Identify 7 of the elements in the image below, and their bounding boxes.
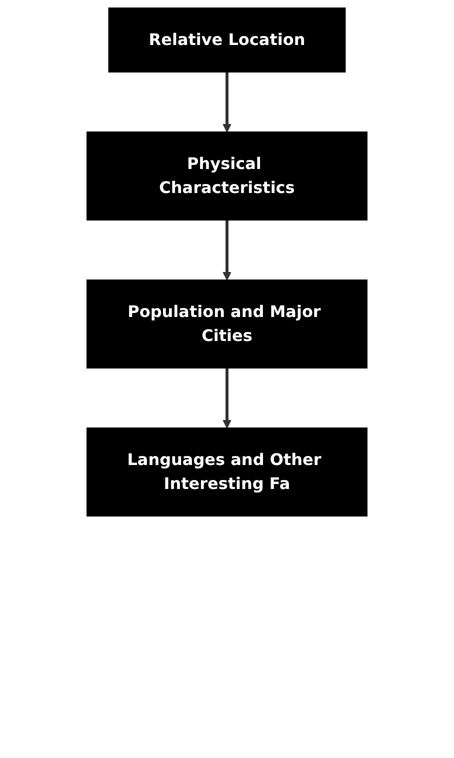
node-box: Relative Location (108, 8, 346, 72)
node-box: Languages and Other Interesting Fa (86, 428, 368, 516)
arrow (222, 72, 232, 132)
arrow (222, 220, 232, 280)
node-box: Physical Characteristics (86, 132, 368, 220)
node-box: Population and Major Cities (86, 280, 368, 368)
arrow (222, 368, 232, 428)
